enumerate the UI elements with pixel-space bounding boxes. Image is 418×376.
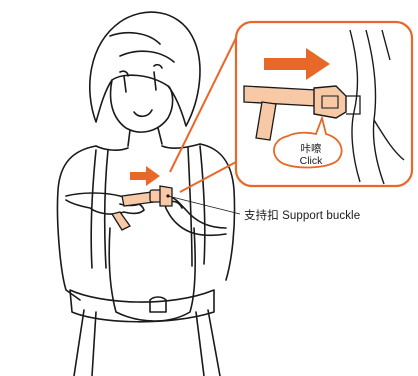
hair-outline: [90, 12, 200, 126]
carrier-right-strap: [188, 148, 192, 266]
face-outline: [111, 80, 173, 132]
smile: [134, 110, 152, 116]
sound-text-chinese: 咔嚓: [282, 143, 340, 155]
close-up-buckle: [314, 86, 346, 118]
waist-belt: [70, 290, 214, 322]
sound-text-english: Click: [282, 155, 340, 167]
strap-pieces: [112, 192, 154, 230]
support-buckle-label: 支持扣 Support buckle: [244, 207, 360, 223]
shirt-outline: [57, 146, 96, 300]
push-arrow-small: [130, 166, 160, 186]
carrier-body-panel: [109, 228, 195, 321]
sound-bubble-text: 咔嚓 Click: [282, 143, 340, 167]
zoom-connector: [170, 38, 236, 192]
